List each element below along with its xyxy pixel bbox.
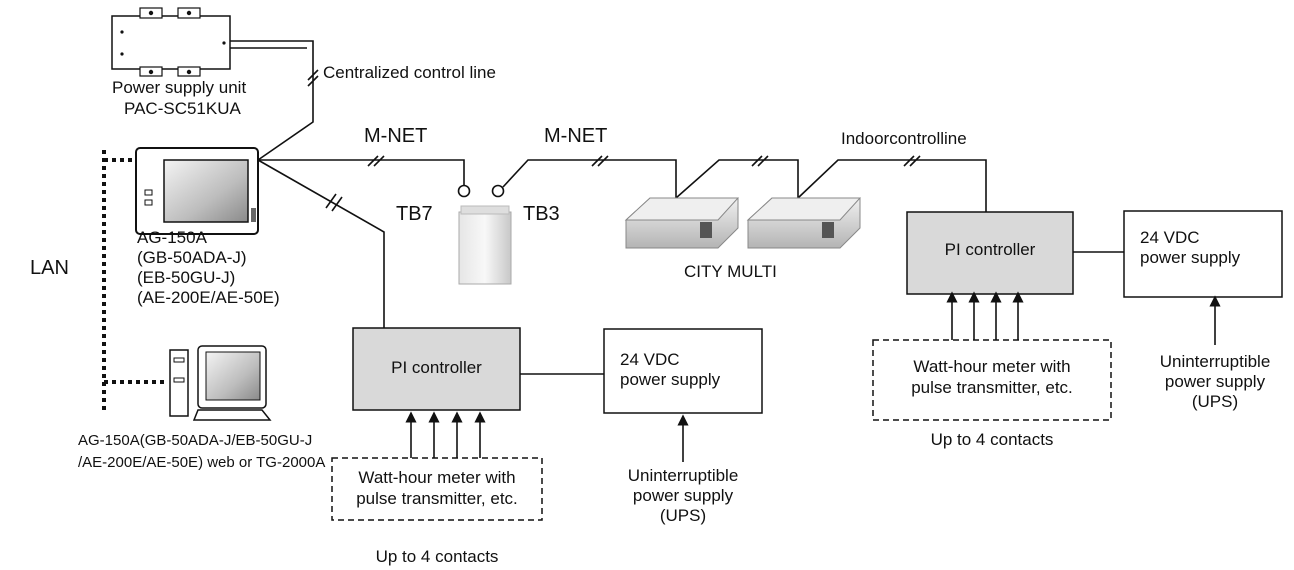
ag150a-model-line-3: (EB-50GU-J) <box>137 268 236 287</box>
right-ups-line-2: power supply <box>1164 372 1266 391</box>
left-ups-line-3: (UPS) <box>659 506 707 525</box>
right-power-supply-line-2: power supply <box>1140 248 1241 267</box>
right-ups-line-3: (UPS) <box>1191 392 1239 411</box>
right-ups-line-1: Uninterruptible <box>1159 352 1271 371</box>
tb7-label: TB7 <box>396 203 433 225</box>
indoor-unit-2 <box>746 197 862 249</box>
pc-caption-line-2: /AE-200E/AE-50E) web or TG-2000A <box>78 454 326 471</box>
psu-name-label: Power supply unit <box>112 78 247 97</box>
left-power-supply-line-2: power supply <box>620 370 721 389</box>
right-power-supply-line-1: 24 VDC <box>1140 228 1200 247</box>
outdoor-unit <box>457 184 512 285</box>
left-ups-line-2: power supply <box>632 486 734 505</box>
ag150a-model-line-1: AG-150A <box>137 228 207 247</box>
right-pi-group <box>872 210 1283 421</box>
indoor-control-line-label: Indoorcontrolline <box>841 129 967 148</box>
centralized-control-line-label: Centralized control line <box>323 63 496 82</box>
centralized-control-line <box>230 40 319 161</box>
left-pi-controller-label: PI controller <box>391 358 482 377</box>
left-meter-line-2: pulse transmitter, etc. <box>356 489 518 508</box>
lan-label: LAN <box>30 257 69 279</box>
right-meter-line-2: pulse transmitter, etc. <box>911 378 1073 397</box>
lan-lines <box>102 150 168 410</box>
pc-caption-line-1: AG-150A(GB-50ADA-J/EB-50GU-J <box>78 432 313 449</box>
left-contacts-label: Up to 4 contacts <box>375 547 499 566</box>
ag150a-model-line-4: (AE-200E/AE-50E) <box>137 288 280 307</box>
psu-model-label: PAC-SC51KUA <box>124 99 241 118</box>
mnet-left-label: M-NET <box>364 125 428 147</box>
right-pi-controller-label: PI controller <box>944 240 1036 259</box>
left-pi-group <box>331 327 763 521</box>
left-ups-line-1: Uninterruptible <box>627 466 739 485</box>
indoor-unit-1 <box>624 197 740 249</box>
city-multi-label: CITY MULTI <box>684 262 777 281</box>
pc-workstation <box>169 345 272 421</box>
mnet-right-label: M-NET <box>544 125 608 147</box>
right-meter-line-1: Watt-hour meter with <box>913 357 1071 376</box>
ag150a-model-line-2: (GB-50ADA-J) <box>137 248 247 267</box>
mnet-lines <box>257 155 987 328</box>
tb3-label: TB3 <box>523 203 560 225</box>
power-supply-unit-device <box>111 7 231 77</box>
left-power-supply-line-1: 24 VDC <box>620 350 680 369</box>
left-meter-line-1: Watt-hour meter with <box>358 468 516 487</box>
ag150a-controller-device <box>135 147 259 235</box>
right-contacts-label: Up to 4 contacts <box>930 430 1054 449</box>
